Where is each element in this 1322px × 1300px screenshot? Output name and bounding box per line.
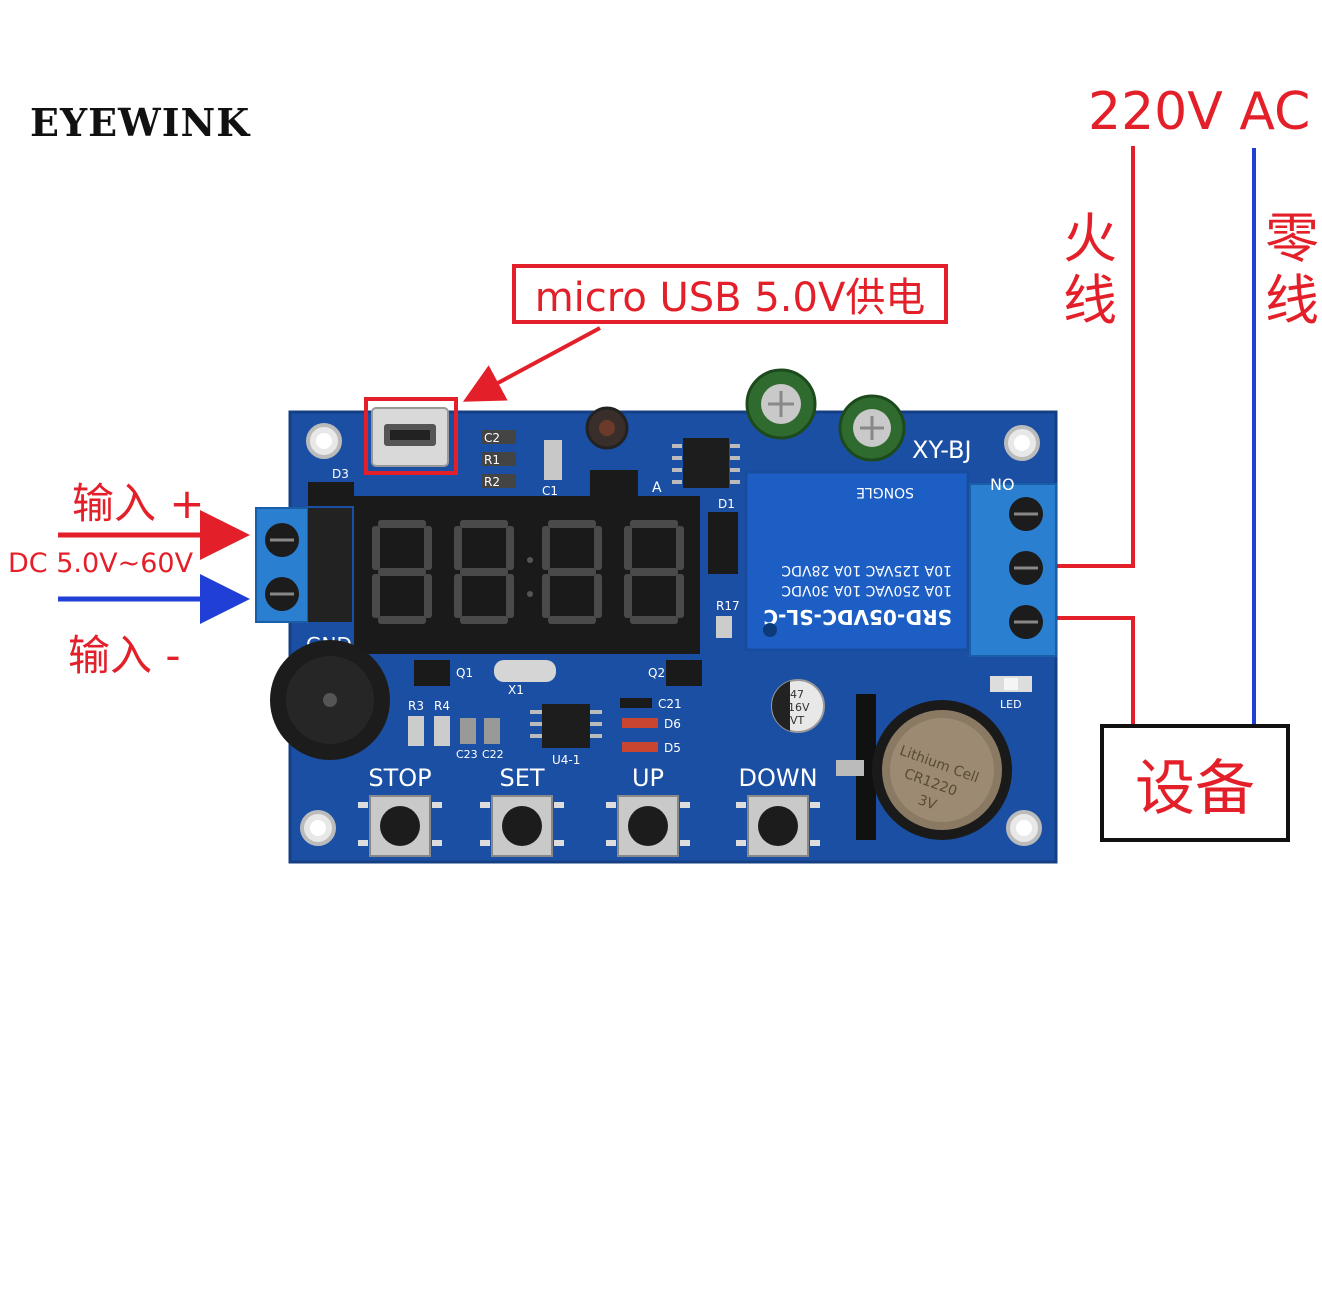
live-wire-line <box>1055 146 1135 568</box>
seven-seg-digits <box>372 520 684 624</box>
label-d3: D3 <box>332 467 349 481</box>
label-r1: R1 <box>484 453 500 467</box>
relay-brand: SONGLE <box>856 484 914 500</box>
device-wire-line <box>1055 616 1135 724</box>
seven-seg-segment <box>594 526 602 570</box>
cap-value: 47 <box>790 688 804 701</box>
seven-seg-segment <box>506 526 514 570</box>
dc-range-label: DC 5.0V~60V <box>8 548 194 579</box>
seven-seg-segment <box>548 520 596 528</box>
label-d5: D5 <box>664 741 681 755</box>
battery-holder: Lithium Cell CR1220 3V <box>836 694 1012 840</box>
button-set[interactable]: SET <box>480 764 564 857</box>
seven-seg-segment <box>454 574 462 618</box>
seven-seg-segment <box>372 574 380 618</box>
buttons: STOP SET UP DOWN <box>358 764 820 857</box>
cap-brand: VT <box>790 714 805 727</box>
seven-seg-segment <box>676 574 684 618</box>
seven-seg-segment <box>594 574 602 618</box>
seven-seg-segment <box>624 574 632 618</box>
live-wire-label: 火线 <box>1063 207 1117 332</box>
capacitor-2 <box>838 394 906 462</box>
seven-seg-segment <box>372 526 380 570</box>
capacitor-1 <box>745 368 817 440</box>
relay <box>744 470 970 652</box>
button-label: DOWN <box>738 764 817 792</box>
label-q1: Q1 <box>456 666 473 680</box>
seven-seg-segment <box>542 526 550 570</box>
ic-chip-top <box>683 438 729 488</box>
relay-rating-1: 10A 250VAC 10A 30VDC <box>781 582 952 598</box>
button-up[interactable]: UP <box>606 764 690 857</box>
label-c21: C21 <box>658 697 682 711</box>
label-r2: R2 <box>484 475 500 489</box>
board-model: XY-BJ <box>912 436 972 464</box>
label-c23: C23 <box>456 748 478 761</box>
seven-seg-segment <box>460 520 508 528</box>
seven-seg-segment <box>378 520 426 528</box>
small-capacitor: 47 16V VT <box>771 679 825 733</box>
seven-seg-segment <box>424 526 432 570</box>
input-plus-label: 输入 + <box>72 479 205 528</box>
usb-power-label: micro USB 5.0V供电 <box>512 264 948 324</box>
relay-model: SRD-05VDC-SL-C <box>763 605 952 629</box>
label-c1: C1 <box>542 484 558 498</box>
no-label: NO <box>990 475 1015 494</box>
buzzer <box>270 640 390 760</box>
seven-seg-segment <box>424 574 432 618</box>
seven-seg-segment <box>630 616 678 624</box>
label-u41: U4-1 <box>552 753 580 767</box>
seven-seg-segment <box>624 526 632 570</box>
label-d6: D6 <box>664 717 681 731</box>
relay-rating-2: 10A 125VAC 10A 28VDC <box>781 562 952 578</box>
button-stop[interactable]: STOP <box>358 764 442 857</box>
seven-seg-segment <box>548 568 596 576</box>
label-a: A <box>652 480 662 496</box>
ic-chip-u4 <box>542 704 590 748</box>
seven-seg-segment <box>378 616 426 624</box>
seven-seg-segment <box>676 526 684 570</box>
seven-seg-segment <box>548 616 596 624</box>
label-x1: X1 <box>508 683 524 697</box>
battery-label-3: 3V <box>916 792 939 814</box>
seven-seg-segment <box>378 568 426 576</box>
seven-seg-segment <box>630 568 678 576</box>
seven-seg-segment <box>506 574 514 618</box>
usb-highlight <box>364 397 458 475</box>
cap-voltage: 16V <box>788 701 810 714</box>
device-box: 设备 <box>1100 724 1290 842</box>
button-label: UP <box>632 764 664 792</box>
label-d1: D1 <box>718 497 735 511</box>
brand-logo: EYEWINK <box>30 100 251 145</box>
label-c2: C2 <box>484 431 500 445</box>
button-down[interactable]: DOWN <box>736 764 820 857</box>
label-r17: R17 <box>716 599 740 613</box>
led-label: LED <box>1000 698 1022 711</box>
label-q2: Q2 <box>648 666 665 680</box>
seven-seg-segment <box>454 526 462 570</box>
seven-seg-segment <box>630 520 678 528</box>
label-r4: R4 <box>434 699 450 713</box>
seven-seg-segment <box>542 574 550 618</box>
device-label: 设备 <box>1135 753 1255 824</box>
label-c22: C22 <box>482 748 504 761</box>
ac-voltage-label: 220V AC <box>1088 82 1311 142</box>
button-label: SET <box>499 764 544 792</box>
label-r3: R3 <box>408 699 424 713</box>
mounting-holes <box>300 423 1042 846</box>
seven-seg-segment <box>460 616 508 624</box>
button-label: STOP <box>368 764 431 792</box>
seven-seg-segment <box>460 568 508 576</box>
input-minus-label: 输入 - <box>68 631 181 680</box>
neutral-wire-label: 零线 <box>1265 207 1319 332</box>
usb-arrow <box>462 326 601 402</box>
